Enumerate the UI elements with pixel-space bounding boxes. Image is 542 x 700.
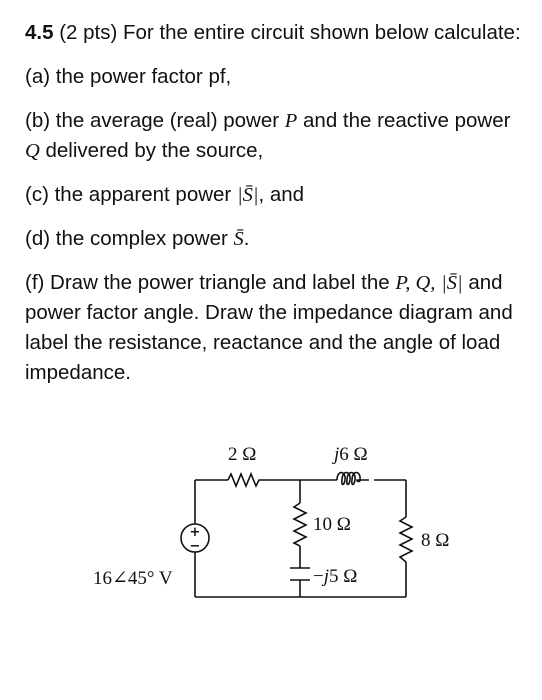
symbol-p: P — [284, 110, 298, 132]
symbol-apparent-power: |S̄| — [236, 184, 259, 206]
part-f-text-2: and power factor angle. Draw the impedan… — [25, 271, 513, 384]
part-c-text-1: (c) the apparent power — [25, 183, 237, 206]
circuit-wires — [194, 479, 407, 598]
label-2-ohm: 2 Ω — [228, 444, 256, 465]
label-8-ohm: 8 Ω — [421, 530, 449, 551]
symbol-complex-power: S̄ — [233, 228, 244, 250]
resistor-10-ohm-symbol — [292, 502, 308, 547]
inductor-j6-symbol — [336, 471, 369, 486]
part-a: (a) the power factor pf, — [25, 65, 232, 88]
problem-intro: (2 pts) For the entire circuit shown bel… — [59, 21, 521, 44]
svg-text:+: + — [190, 525, 201, 540]
problem-number: 4.5 — [25, 21, 54, 44]
label-j6-ohm: j6 Ω — [331, 444, 368, 465]
part-d: (d) the complex power S̄. — [25, 224, 530, 254]
svg-text:−: − — [190, 539, 201, 554]
problem-text: 4.5 (2 pts) For the entire circuit shown… — [25, 18, 530, 402]
part-d-text-2: . — [243, 227, 250, 250]
resistor-2-ohm-symbol — [227, 471, 262, 489]
part-b: (b) the average (real) power P and the r… — [25, 106, 530, 166]
problem-statement: 4.5 (2 pts) For the entire circuit shown… — [25, 18, 530, 48]
part-f-text-1: (f) Draw the power triangle and label th… — [25, 271, 396, 294]
part-d-text-1: (d) the complex power — [25, 227, 234, 250]
part-b-text-2: and the reactive power — [297, 109, 511, 132]
part-c-text-2: , and — [258, 183, 305, 206]
symbol-p-q: P, Q, — [395, 272, 436, 294]
label-source-voltage: 16∠45° V — [93, 568, 173, 589]
capacitor-symbol — [290, 567, 310, 581]
symbol-q: Q — [25, 140, 40, 162]
symbol-s-magnitude: |S̄| — [441, 272, 463, 294]
resistor-8-ohm-symbol — [398, 516, 414, 563]
part-c: (c) the apparent power |S̄|, and — [25, 180, 530, 210]
part-f: (f) Draw the power triangle and label th… — [25, 268, 530, 388]
part-b-text-1: (b) the average (real) power — [25, 109, 285, 132]
label-10-ohm: 10 Ω — [313, 514, 351, 535]
label-minus-j5-ohm: −j5 Ω — [313, 566, 357, 587]
part-b-text-3: delivered by the source, — [39, 139, 264, 162]
voltage-source-symbol: + − — [180, 523, 210, 554]
